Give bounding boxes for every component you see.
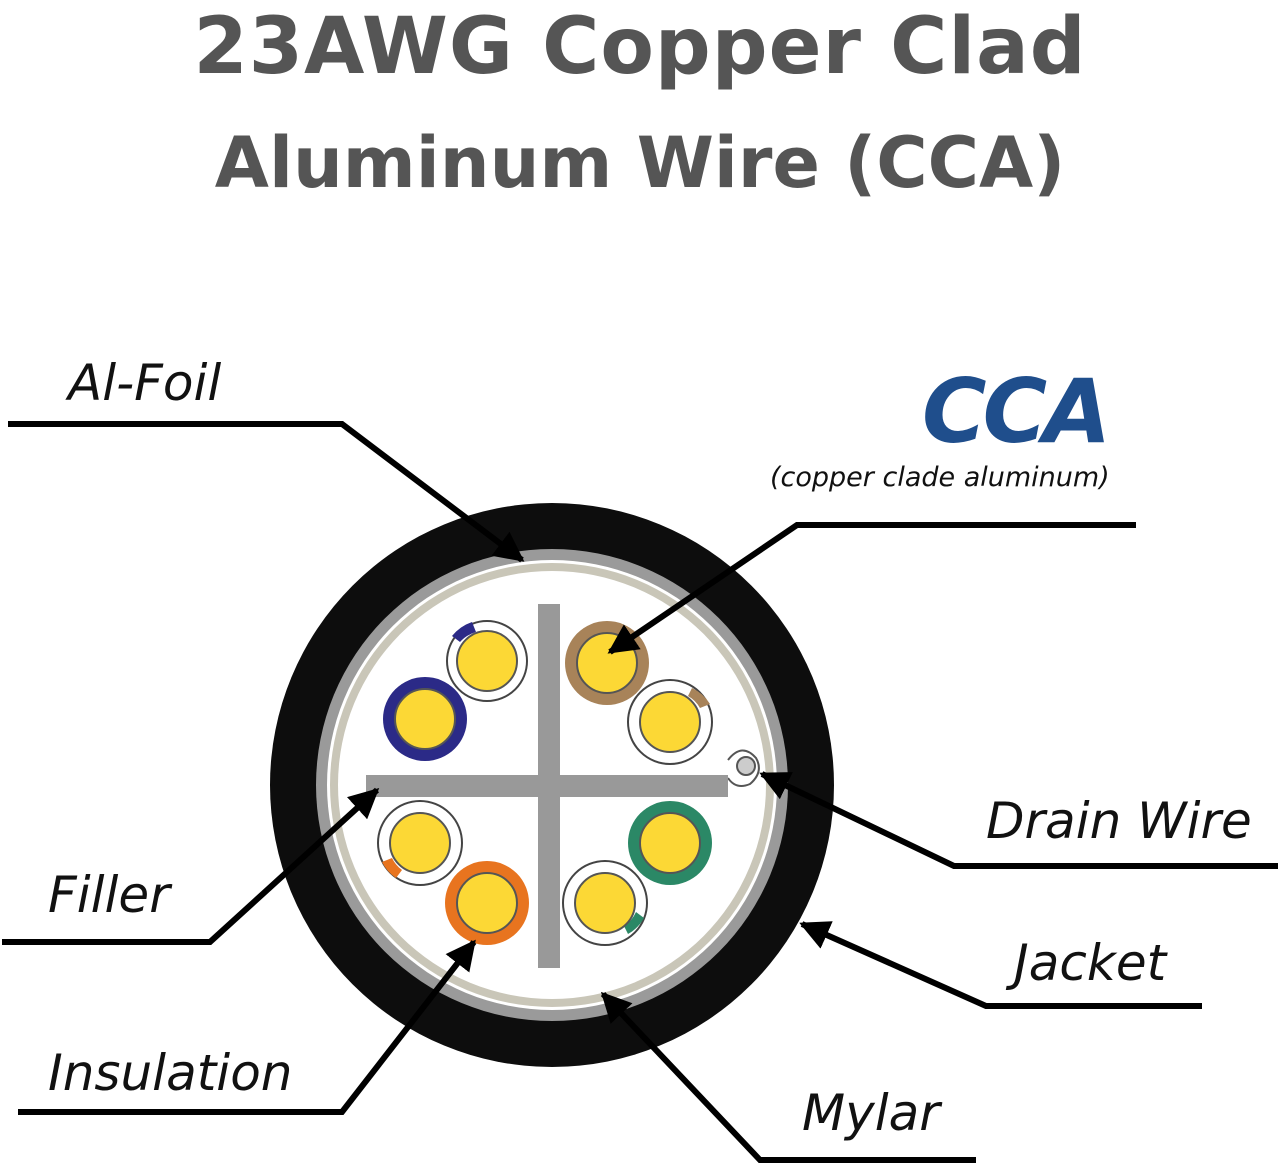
label-al-foil: Al-Foil (65, 354, 221, 412)
label-insulation: Insulation (48, 1044, 292, 1102)
conductor-green (628, 801, 712, 885)
cca-subtitle: (copper clade aluminum) (770, 462, 1110, 493)
conductor-white-green (562, 860, 648, 946)
label-mylar: Mylar (802, 1084, 943, 1142)
leader-drain-wire (759, 771, 1278, 869)
conductor-blue (383, 677, 467, 761)
label-drain-wire: Drain Wire (986, 792, 1252, 850)
leader-filler (2, 787, 380, 945)
leader-jacket (799, 921, 1202, 1009)
title-line-2: Aluminum Wire (CCA) (214, 122, 1066, 204)
filler-horizontal (366, 775, 728, 797)
drain-wire (736, 756, 756, 776)
label-filler: Filler (48, 866, 173, 924)
conductor-white-blue (446, 620, 528, 702)
leader-insulation (18, 939, 477, 1115)
title-line-1: 23AWG Copper Clad (193, 2, 1087, 92)
cca-heading: CCA (922, 360, 1107, 463)
leader-mylar (600, 991, 976, 1163)
leader-cca (607, 522, 1136, 655)
label-jacket: Jacket (1005, 934, 1169, 992)
conductor-white-brown (627, 679, 713, 765)
conductor-orange (445, 861, 529, 945)
leader-al-foil (8, 421, 525, 563)
conductor-white-orange (377, 800, 463, 886)
